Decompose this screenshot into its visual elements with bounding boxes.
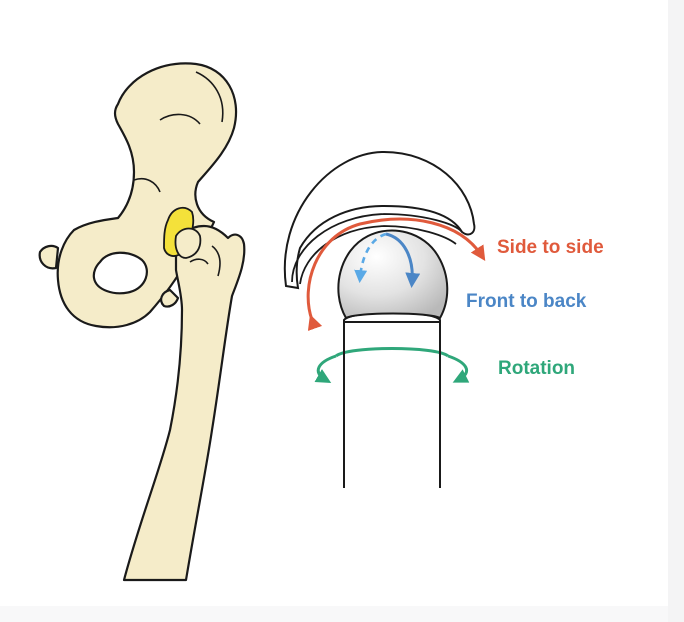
ilium-contour-line bbox=[159, 113, 201, 125]
femur-icon bbox=[122, 224, 246, 582]
rotation-arrow-right bbox=[447, 354, 470, 383]
femoral-head-icon bbox=[174, 227, 202, 259]
socket-cup-icon bbox=[283, 150, 476, 290]
lesser-trochanter-icon bbox=[160, 288, 180, 308]
obturator-foramen-icon bbox=[92, 251, 148, 295]
rotation-label: Rotation bbox=[498, 358, 576, 379]
greater-trochanter-line bbox=[211, 245, 221, 277]
mechanical-joint-illustration bbox=[283, 150, 476, 488]
shaft-icon bbox=[343, 320, 441, 488]
side-to-side-arrow bbox=[306, 217, 486, 331]
page-margin-bottom bbox=[0, 606, 668, 622]
socket-rim-line-1 bbox=[291, 213, 463, 283]
rotation-arrow-back bbox=[335, 347, 449, 358]
anatomical-hip-illustration bbox=[38, 62, 246, 582]
sciatic-notch-line bbox=[133, 177, 161, 193]
ball-icon bbox=[337, 229, 449, 320]
rotation-arrow-left bbox=[314, 354, 337, 383]
page-margin-right bbox=[668, 0, 684, 622]
side-to-side-label: Side to side bbox=[497, 237, 604, 258]
front-to-back-arrow bbox=[385, 232, 421, 288]
femur-neck-line bbox=[189, 258, 209, 265]
shaft-front-lines bbox=[343, 340, 441, 488]
ilium-crest-line bbox=[195, 71, 224, 123]
front-to-back-arrow-dashed bbox=[354, 232, 387, 284]
pubis-icon bbox=[38, 244, 60, 270]
front-to-back-label: Front to back bbox=[466, 291, 587, 312]
